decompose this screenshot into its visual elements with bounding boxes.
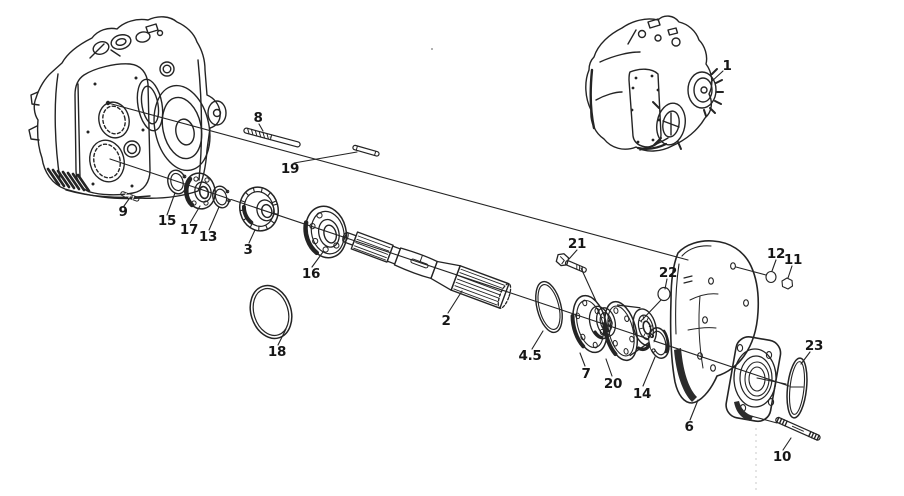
cover-6 xyxy=(671,241,786,424)
shaft-2 xyxy=(339,224,513,310)
part-label-11: 11 xyxy=(783,252,803,268)
nut-11 xyxy=(782,278,793,289)
part-label-15: 15 xyxy=(157,213,177,229)
bearing-16 xyxy=(300,202,351,262)
bearing-17 xyxy=(181,170,219,212)
assembled-gearbox-1 xyxy=(586,16,723,151)
main-assembly-axis xyxy=(110,159,789,386)
housing-front-face xyxy=(75,64,150,195)
part-label-9: 9 xyxy=(118,204,128,220)
pin-19 xyxy=(352,145,379,157)
coupling-20-holes xyxy=(605,305,637,356)
part-label-8: 8 xyxy=(253,110,263,126)
rod-axis-line xyxy=(108,103,688,260)
nut-22 xyxy=(658,288,670,301)
part-label-6: 6 xyxy=(684,419,694,435)
part-label-3: 3 xyxy=(243,242,253,258)
seal-ring-23 xyxy=(784,357,809,419)
pto-studs xyxy=(704,69,723,116)
housing-bolt-holes xyxy=(86,76,145,188)
part-label-1: 1 xyxy=(722,58,732,74)
gear-3 xyxy=(235,183,283,235)
gasket-4-5 xyxy=(531,279,567,335)
pin-9 xyxy=(120,191,139,202)
housing-left-lug xyxy=(31,92,39,105)
part-label-13: 13 xyxy=(198,229,218,245)
part-label-10: 10 xyxy=(772,449,792,465)
part-label-12: 12 xyxy=(766,246,786,262)
snap-ring-13 xyxy=(210,184,231,209)
part-label-22: 22 xyxy=(658,265,678,281)
flange-hub-7 xyxy=(567,290,621,356)
housing-left-lug xyxy=(29,126,39,140)
part-label-19: 19 xyxy=(280,161,300,177)
part-label-4-5: 4.5 xyxy=(518,348,542,364)
cover-6-shading xyxy=(674,348,697,402)
rod-8 xyxy=(243,128,300,148)
leader-lines xyxy=(124,71,810,450)
part-label-14: 14 xyxy=(632,386,652,402)
output-flange xyxy=(724,335,783,424)
part-label-21: 21 xyxy=(567,236,587,252)
part-label-18: 18 xyxy=(267,344,287,360)
part-label-20: 20 xyxy=(603,376,623,392)
part-label-7: 7 xyxy=(581,366,591,382)
housing-ribs xyxy=(48,169,89,191)
part-label-16: 16 xyxy=(301,266,321,282)
bolt-21 xyxy=(555,252,589,276)
flange-shading xyxy=(734,401,753,421)
part-label-17: 17 xyxy=(179,222,199,238)
scan-speck xyxy=(431,48,433,50)
part-label-2: 2 xyxy=(441,313,451,329)
cover-6-bolt-holes xyxy=(698,263,749,371)
washer-12 xyxy=(766,272,776,283)
lock-ring-14 xyxy=(646,326,672,361)
stud-10 xyxy=(775,417,821,441)
gearbox-housing xyxy=(29,17,226,199)
o-ring-18 xyxy=(244,280,299,344)
part-label-23: 23 xyxy=(804,338,824,354)
